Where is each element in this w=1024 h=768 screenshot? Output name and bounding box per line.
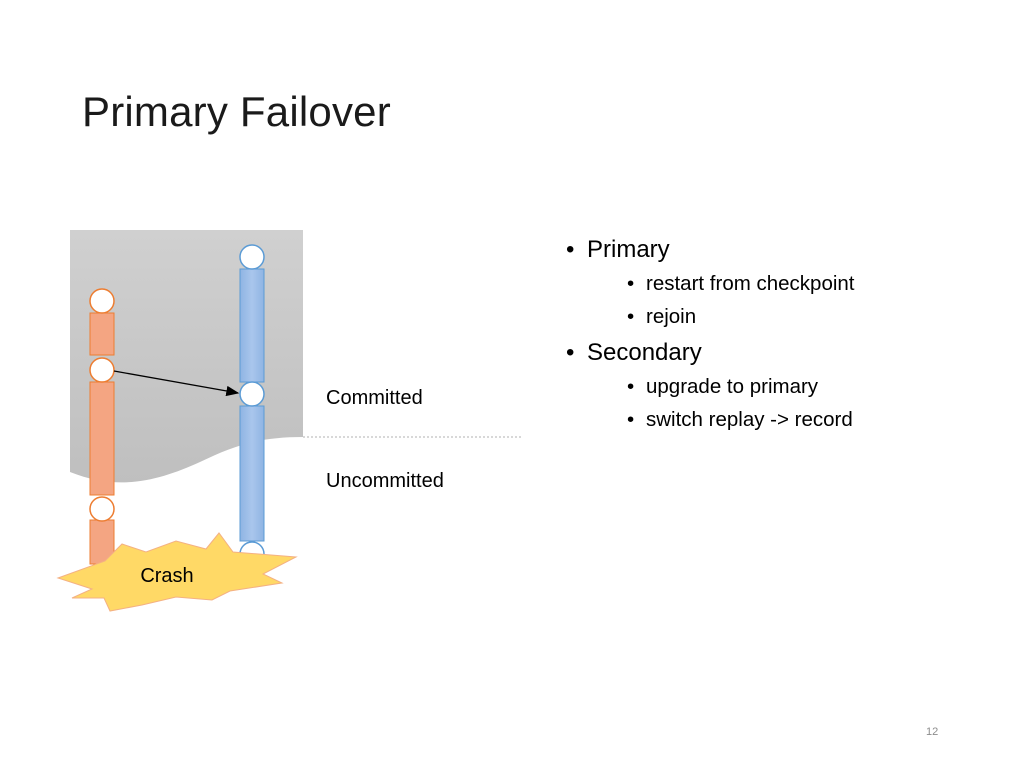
committed-label: Committed (326, 387, 423, 409)
bullet-dot: • (627, 271, 635, 295)
sub-bullet-label: restart from checkpoint (646, 271, 855, 295)
uncommitted-label: Uncommitted (326, 470, 444, 492)
secondary-timeline (239, 244, 265, 567)
primary-checkpoint (89, 496, 115, 522)
crash-burst (56, 532, 298, 612)
bullet-list: • Primary • restart from checkpoint • rejo… (566, 234, 986, 436)
sub-bullet: • upgrade to primary (627, 371, 986, 403)
primary-checkpoint (89, 357, 115, 383)
sub-bullet: • switch replay -> record (627, 404, 986, 436)
secondary-checkpoint (239, 244, 265, 270)
sub-bullet: • rejoin (627, 301, 986, 333)
secondary-checkpoint (239, 381, 265, 407)
primary-checkpoint (89, 288, 115, 314)
sub-bullet-label: rejoin (646, 305, 697, 328)
bullet-primary: • Primary • restart from checkpoint • rejo… (566, 234, 986, 333)
bullet-label: Primary (587, 236, 670, 263)
bullet-dot: • (627, 374, 635, 398)
slide-title: Primary Failover (82, 88, 391, 135)
secondary-segment (239, 405, 265, 542)
bullet-label: Secondary (587, 339, 702, 366)
primary-segment (89, 312, 115, 356)
bullet-dot: • (627, 408, 635, 431)
sub-bullet: • restart from checkpoint (627, 268, 986, 300)
sub-bullet-label: switch replay -> record (646, 408, 853, 431)
primary-segment (89, 381, 115, 496)
sub-bullet-label: upgrade to primary (646, 374, 819, 398)
bullet-dot: • (566, 236, 575, 263)
bullet-dot: • (627, 305, 635, 328)
bullet-secondary: • Secondary • upgrade to primary • switch … (566, 337, 986, 436)
slide-number: 12 (926, 726, 939, 738)
crash-label: Crash (140, 565, 193, 587)
bullet-dot: • (566, 339, 575, 366)
secondary-segment (239, 268, 265, 383)
replication-arrow (113, 370, 240, 397)
primary-timeline (89, 288, 115, 565)
